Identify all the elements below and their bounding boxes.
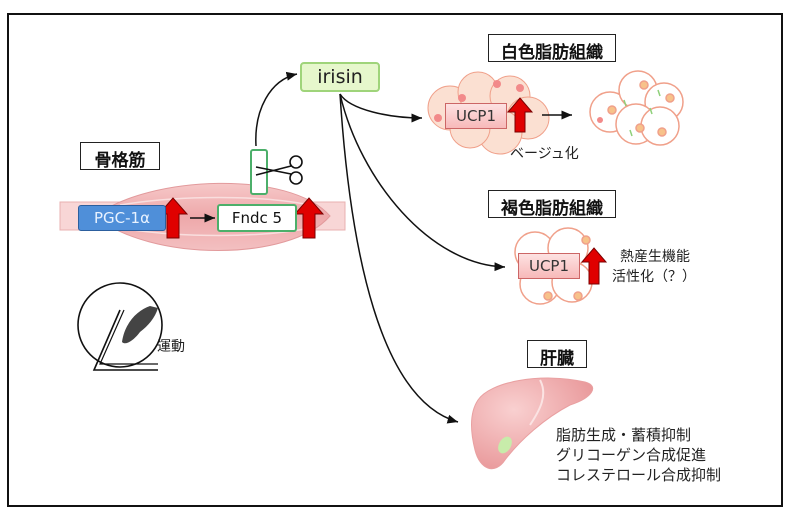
ucp1-box-brown: UCP1 (518, 253, 580, 279)
beiging-text: ベージュ化 (510, 146, 579, 162)
ucp1-box-white: UCP1 (445, 103, 507, 129)
liver-effect: コレステロール合成抑制 (556, 466, 722, 484)
arrow-to-white-adipose (339, 93, 423, 123)
up-arrow-icon (506, 97, 534, 133)
scissors-icon (255, 155, 303, 185)
mouse-wheel-icon (77, 282, 163, 371)
fndc5-box: Fndc 5 (217, 204, 297, 232)
liver-label: 肝臓 (527, 340, 587, 369)
skeletal-muscle-label: 骨格筋 (80, 142, 160, 171)
liver-illustration (471, 377, 594, 470)
exercise-label: 運動 (157, 339, 185, 355)
liver-effect: グリコーゲン合成促進 (556, 446, 707, 464)
white-adipose-label: 白色脂肪組織 (488, 34, 616, 63)
up-arrow-icon (580, 247, 608, 285)
beige-adipocytes (589, 70, 684, 146)
thermogenesis-text-line1: 熱産生機能 (620, 249, 690, 265)
arrow-to-liver (339, 93, 459, 424)
brown-adipose-label: 褐色脂肪組織 (488, 190, 616, 219)
irisin-box: irisin (300, 62, 380, 92)
up-arrow-icon (293, 197, 325, 239)
arrow-to-brown-adipose (339, 93, 506, 272)
pgc1a-box: PGC-1α (78, 205, 166, 231)
liver-effect: 脂肪生成・蓄積抑制 (556, 426, 692, 444)
liver-effects-list: 脂肪生成・蓄積抑制 グリコーゲン合成促進 コレステロール合成抑制 (556, 425, 721, 485)
arrow-to-irisin (255, 71, 298, 147)
thermogenesis-text-line2: 活性化（？） (612, 269, 696, 285)
